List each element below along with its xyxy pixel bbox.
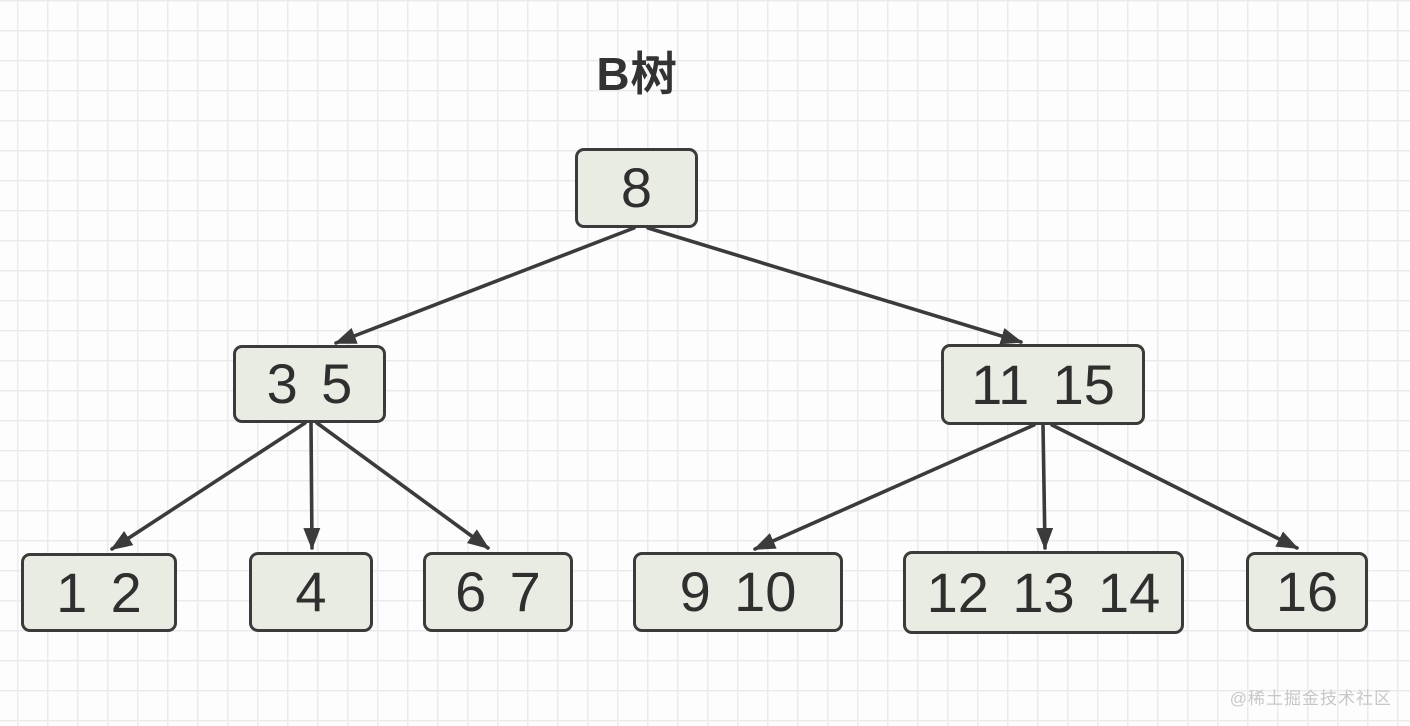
edge-8-to-3-5 bbox=[334, 226, 636, 345]
diagram-title: B树 bbox=[596, 48, 678, 100]
edge-11-15-to-12-13-14 bbox=[1036, 423, 1054, 550]
tree-node-9-10: 9 10 bbox=[633, 552, 843, 632]
tree-node-11-15: 11 15 bbox=[941, 344, 1145, 425]
edge-3-5-to-4 bbox=[303, 421, 321, 550]
tree-node-6-7: 6 7 bbox=[423, 552, 573, 632]
edge-11-15-to-9-10 bbox=[753, 423, 1036, 551]
edge-3-5-to-1-2 bbox=[110, 421, 307, 551]
tree-node-16: 16 bbox=[1246, 552, 1368, 632]
edge-8-to-11-15 bbox=[646, 226, 1023, 345]
watermark-text: @稀土掘金技术社区 bbox=[1229, 689, 1392, 708]
tree-node-12-13-14: 12 13 14 bbox=[903, 551, 1184, 634]
tree-node-3-5: 3 5 bbox=[233, 345, 386, 423]
tree-node-4: 4 bbox=[249, 552, 373, 632]
edge-11-15-to-16 bbox=[1050, 423, 1299, 550]
tree-node-8: 8 bbox=[575, 148, 698, 228]
tree-node-1-2: 1 2 bbox=[21, 553, 177, 632]
edge-3-5-to-6-7 bbox=[315, 421, 490, 550]
